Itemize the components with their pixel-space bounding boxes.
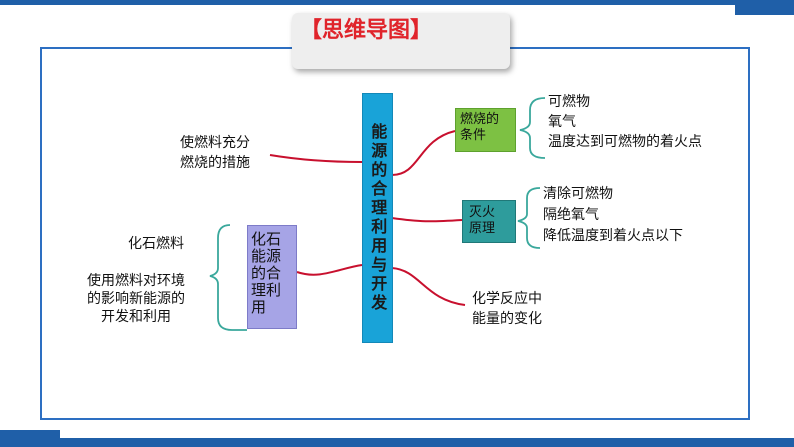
center-node-label: 能源的合理利用与开发: [368, 123, 388, 313]
connector-sufficient: [269, 154, 363, 163]
page-title: 【思维导图】: [300, 18, 433, 43]
condition-item: 可燃物: [548, 94, 590, 110]
sub-center-node: 化石能源的合理利用: [247, 225, 297, 329]
bottom-accent-bar: [0, 438, 794, 447]
extinguish-item: 清除可燃物: [543, 186, 613, 202]
top-right-accent: [735, 5, 794, 15]
bottom-left-accent: [0, 430, 60, 438]
condition-node: 燃烧的条件: [455, 108, 516, 152]
environment-line: 开发和利用: [101, 309, 171, 325]
connector-extinguish: [391, 217, 463, 223]
title-box: [292, 13, 510, 69]
connector-chemchange: [391, 267, 466, 306]
extinguish-node-label: 灭火原理: [469, 205, 496, 236]
environment-line: 的影响新能源的: [87, 291, 185, 307]
center-node-box: [362, 93, 393, 343]
bracket-extinguish: [517, 187, 541, 249]
sufficient-combustion-line: 燃烧的措施: [180, 155, 250, 171]
bracket-condition: [519, 97, 546, 159]
fossil-fuel-label: 化石燃料: [128, 236, 184, 252]
connector-subcenter: [296, 264, 363, 276]
environment-line: 使用燃料对环境: [87, 273, 185, 289]
connector-condition: [391, 130, 456, 176]
condition-item: 氧气: [548, 114, 576, 130]
chem-change-line: 化学反应中: [472, 291, 542, 307]
condition-item: 温度达到可燃物的着火点: [548, 134, 702, 150]
extinguish-item: 隔绝氧气: [543, 207, 599, 223]
extinguish-node: 灭火原理: [462, 200, 516, 243]
extinguish-item: 降低温度到着火点以下: [543, 228, 683, 244]
chem-change-line: 能量的变化: [472, 311, 542, 327]
top-accent-bar: [0, 0, 794, 5]
sufficient-combustion-line: 使燃料充分: [180, 135, 250, 151]
bracket-subcenter: [209, 224, 247, 331]
condition-node-label: 燃烧的条件: [460, 112, 500, 143]
sub-center-label: 化石能源的合理利用: [251, 230, 282, 316]
